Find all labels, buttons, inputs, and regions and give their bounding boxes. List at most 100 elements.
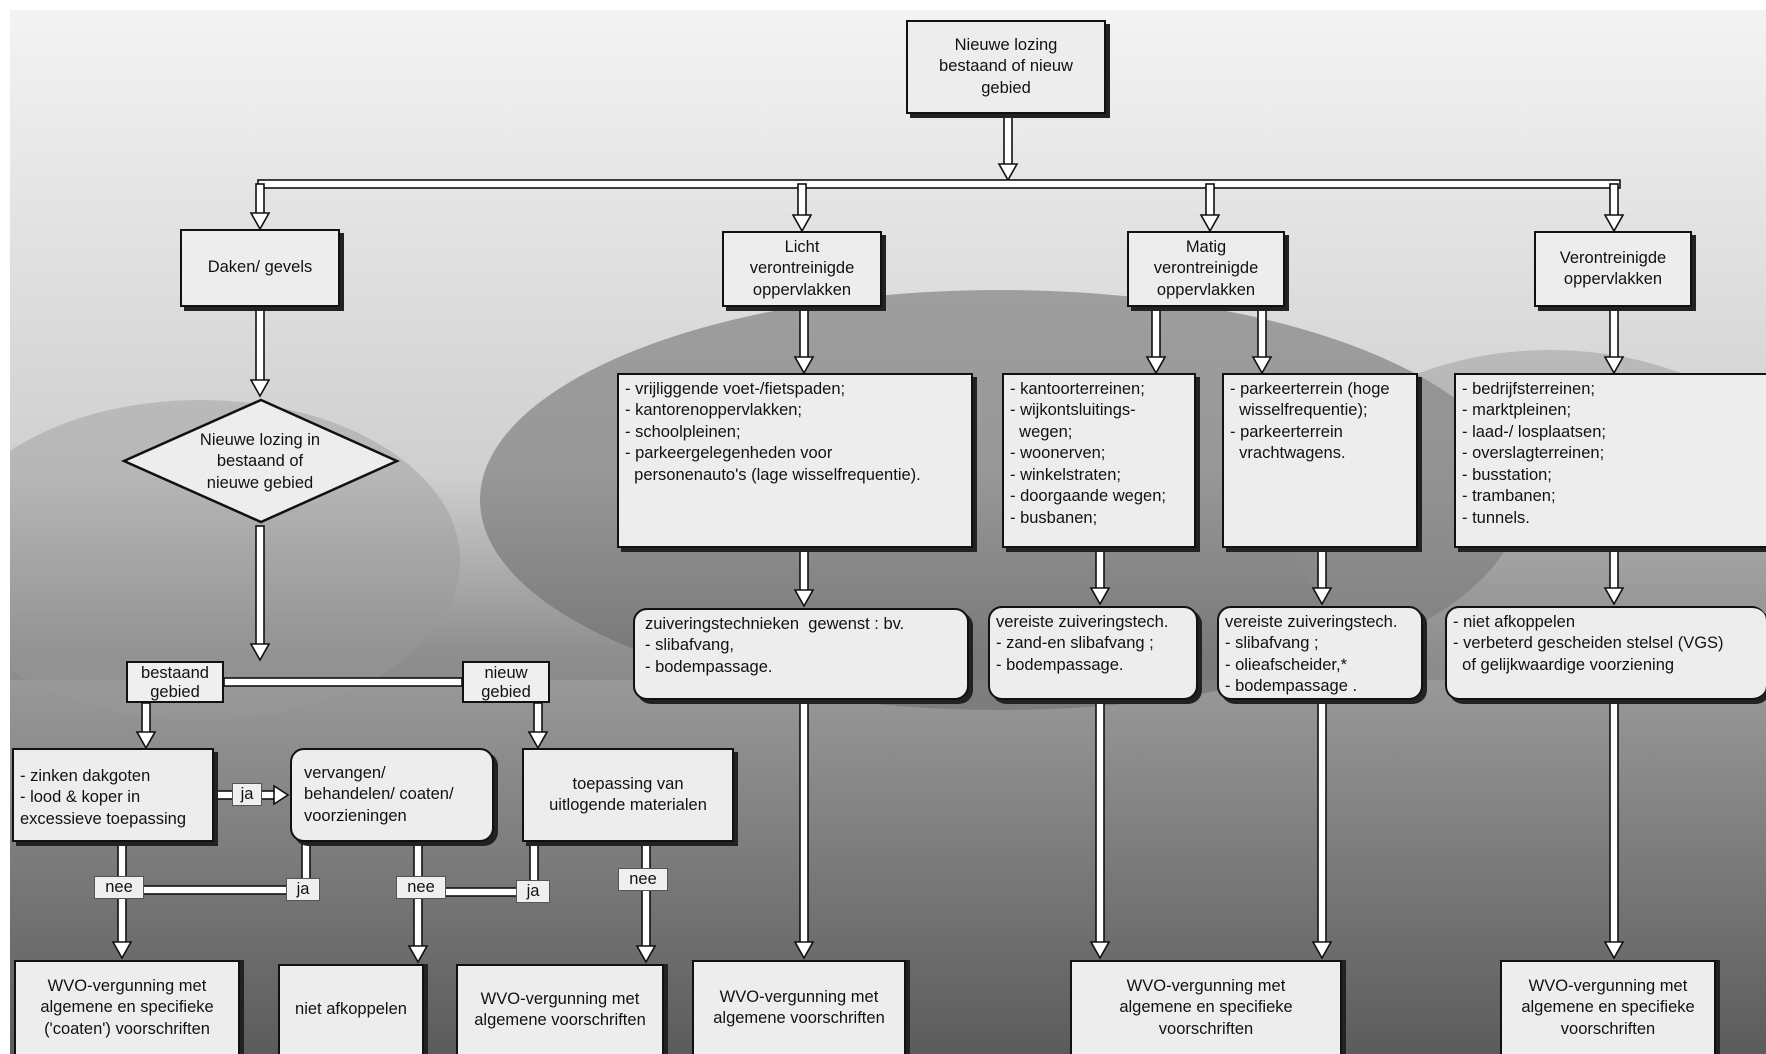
text-line: wisselfrequentie);	[1230, 401, 1368, 420]
text-line: nieuwe gebied	[206, 473, 314, 492]
connector-line	[797, 183, 807, 217]
node-matig-verontreinigde: Matig verontreinigde oppervlakken	[1127, 231, 1285, 307]
list-matig-2: - parkeerterrein (hoge wisselfrequentie)…	[1222, 373, 1418, 548]
connector-arrowhead	[273, 784, 290, 806]
connector-line	[641, 841, 651, 948]
text-line: - wijkontsluitings-	[1010, 401, 1136, 420]
text-line: uitlogende materialen	[549, 796, 707, 814]
text-line: WVO-vergunning met	[1126, 976, 1286, 995]
text-line: - marktpleinen;	[1462, 401, 1572, 420]
connector-arrows	[111, 113, 1625, 964]
zuivering-licht: zuiveringstechnieken gewenst : bv. - slib…	[633, 608, 969, 700]
text-line: - bodempassage .	[1225, 677, 1358, 696]
text-line: algemene en specifieke	[1521, 998, 1695, 1017]
text-line: oppervlakken	[1156, 280, 1256, 299]
connector-line	[1609, 183, 1619, 217]
connector-arrowhead	[1603, 587, 1625, 606]
text-line: algemene voorschriften	[713, 1009, 885, 1027]
text-line: excessieve toepassing	[20, 809, 187, 828]
connector-line	[1095, 699, 1105, 944]
outcome-algemene-voorschriften-1: WVO-vergunning met algemene voorschriften	[456, 964, 664, 1054]
text-line: - slibafvang ;	[1225, 634, 1319, 653]
connector-line	[1609, 306, 1619, 359]
text-line: niet afkoppelen	[295, 1000, 407, 1019]
connector-line	[799, 547, 809, 592]
outcome-niet-afkoppelen: niet afkoppelen	[278, 964, 424, 1054]
text-line: wegen;	[1010, 422, 1073, 441]
text-line: - olieafscheider,*	[1225, 655, 1347, 674]
text-line: gebied	[481, 682, 531, 701]
outcome-coaten-voorschriften: WVO-vergunning met algemene en specifieke…	[14, 960, 240, 1054]
text-line: Nieuwe lozing	[954, 35, 1058, 54]
connector-arrowhead	[135, 731, 157, 750]
node-zinken-dakgoten: - zinken dakgoten - lood & koper in excess…	[12, 748, 214, 842]
connector-line	[799, 699, 809, 944]
text-line: oppervlakken	[1563, 270, 1663, 288]
text-line: vereiste zuiveringstech.	[1225, 613, 1398, 631]
connector-line	[1205, 183, 1215, 217]
text-line: bestaand of	[216, 452, 304, 471]
text-line: - bodempassage.	[645, 657, 773, 676]
text-line: - parkeerterrein (hoge	[1230, 380, 1390, 398]
connector-line	[1095, 547, 1105, 590]
text-line: - trambanen;	[1462, 487, 1556, 506]
connector-line	[1317, 699, 1327, 944]
connector-arrowhead	[793, 356, 815, 375]
connector-line	[1317, 547, 1327, 590]
text-line: - laad-/ losplaatsen;	[1462, 422, 1606, 441]
label-ja-1: ja	[232, 783, 262, 806]
connector-arrowhead	[1603, 356, 1625, 375]
text-line: WVO-vergunning met	[1528, 976, 1688, 995]
text-line: - lood & koper in	[20, 788, 141, 807]
text-line: - busstation;	[1462, 465, 1552, 484]
text-line: algemene voorschriften	[474, 1011, 646, 1029]
text-line: zuiveringstechnieken gewenst : bv.	[645, 615, 905, 633]
text-line: - parkeergelegenheden voor	[625, 444, 833, 463]
text-line: WVO-vergunning met	[47, 976, 207, 995]
text-line: - kantoorterreinen;	[1010, 380, 1145, 398]
text-line: nieuw	[484, 664, 528, 682]
text-line: vereiste zuiveringstech.	[996, 613, 1169, 631]
text-line: WVO-vergunning met	[480, 989, 640, 1008]
list-verontreinigd: - bedrijfsterreinen;- marktpleinen;- laa…	[1454, 373, 1766, 548]
text-line: algemene en specifieke	[40, 998, 214, 1017]
text-line: - woonerven;	[1010, 444, 1106, 463]
decision-diamond	[120, 398, 401, 524]
connector-line	[141, 702, 151, 734]
text-line: - slibafvang,	[645, 636, 734, 655]
text-line: - kantorenoppervlakken;	[625, 401, 803, 420]
connector-arrowhead	[793, 941, 815, 960]
connector-arrowhead	[249, 212, 271, 231]
text-line: Daken/ gevels	[207, 258, 313, 277]
connector-line	[1609, 699, 1619, 944]
connector-arrowhead	[1311, 587, 1333, 606]
text-line: gebied	[150, 682, 200, 701]
connector-arrowhead	[1089, 587, 1111, 606]
text-line: - schoolpleinen;	[625, 422, 741, 441]
zuivering-matig-1: vereiste zuiveringstech. - zand-en slibaf…	[988, 606, 1198, 700]
connector-arrowhead	[1311, 941, 1333, 960]
node-vervangen: vervangen/behandelen/ coaten/voorziening…	[290, 748, 494, 842]
label-ja-2: ja	[286, 878, 320, 901]
connector-arrowhead	[1145, 356, 1167, 375]
text-line: - zinken dakgoten	[20, 767, 151, 785]
text-line: voorzieningen	[304, 806, 407, 825]
node-daken-gevels: Daken/ gevels	[180, 229, 340, 307]
connector-arrowhead	[407, 945, 429, 964]
label-nee-2: nee	[396, 876, 446, 899]
connector-line	[255, 306, 265, 382]
connector-arrowhead	[1199, 214, 1221, 233]
text-line: verontreinigde	[1153, 259, 1259, 278]
text-line: Nieuwe lozing in	[199, 431, 321, 449]
text-line: - busbanen;	[1010, 508, 1098, 527]
text-line: vervangen/	[304, 763, 386, 782]
text-line: - zand-en slibafvang ;	[996, 634, 1154, 653]
connector-line	[1257, 306, 1267, 359]
text-line: - verbeterd gescheiden stelsel (VGS)	[1453, 634, 1724, 653]
text-line: of gelijkwaardige voorziening	[1453, 655, 1675, 674]
text-line: Verontreinigde	[1559, 248, 1667, 267]
text-line: Matig	[1185, 237, 1227, 256]
connector-arrowhead	[1251, 356, 1273, 375]
outcome-verontreinigd-voorschriften: WVO-vergunning met algemene en specifieke…	[1500, 960, 1716, 1054]
